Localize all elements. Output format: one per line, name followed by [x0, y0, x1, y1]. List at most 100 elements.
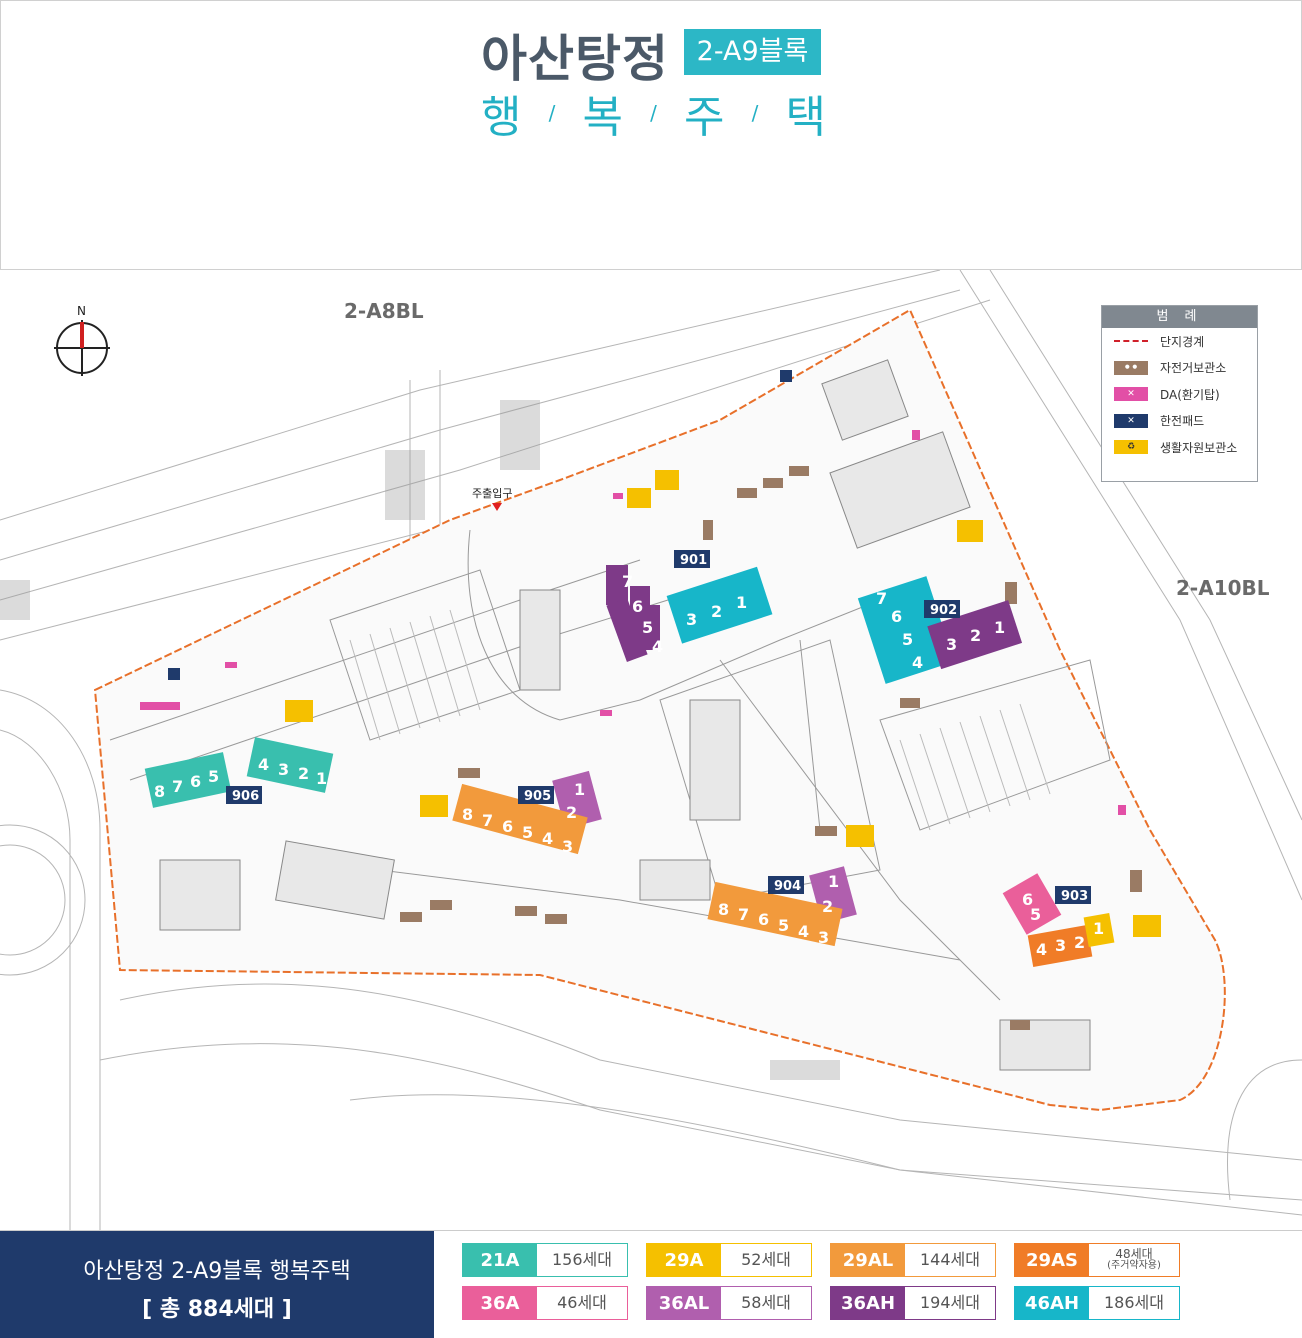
recycle-stations	[285, 470, 1161, 937]
core-label: 6	[502, 817, 513, 836]
compass-label: N	[77, 304, 86, 318]
core-label: 2	[298, 764, 309, 783]
unit-count: 48세대	[1115, 1247, 1153, 1262]
summary-total: [ 총 884세대 ]	[142, 1297, 292, 1322]
core-label: 8	[154, 782, 165, 801]
legend-item: ✕ 한전패드	[1102, 408, 1257, 435]
core-label: 1	[994, 618, 1005, 637]
core-label: 5	[522, 823, 533, 842]
core-label: 4	[1036, 940, 1047, 959]
unit-type-label: 29A	[647, 1244, 721, 1276]
building-901: 7 6 5 4 3 2 1 901	[606, 550, 773, 662]
vent-icon	[225, 662, 237, 668]
unit-count-note: (주거약자용)	[1107, 1260, 1161, 1272]
unit-type-label: 46AH	[1015, 1287, 1089, 1319]
bicycle-icon	[545, 914, 567, 924]
legend-item: 단지경계	[1102, 328, 1257, 355]
entrance-label: 주출입구	[472, 487, 512, 500]
core-label: 1	[1093, 919, 1104, 938]
header: 아산탕정 2-A9블록 행 / 복 / 주 / 택	[0, 0, 1302, 270]
bicycle-icon	[430, 900, 452, 910]
core-label: 5	[1030, 905, 1041, 924]
legend-item: ♻ 생활자원보관소	[1102, 434, 1257, 461]
core-label: 4	[798, 922, 809, 941]
bicycle-icon	[458, 768, 480, 778]
core-label: 1	[736, 593, 747, 612]
vent-stations	[140, 430, 1126, 815]
recycle-icon	[1133, 915, 1161, 937]
bicycle-icon	[515, 906, 537, 916]
core-label: 5	[642, 618, 653, 637]
legend-label: DA(환기탑)	[1160, 387, 1220, 402]
unit-type-label: 36AH	[831, 1287, 905, 1319]
legend-title: 범 례	[1102, 306, 1257, 328]
legend-label: 단지경계	[1160, 334, 1205, 349]
subtitle-char: 복	[582, 92, 623, 143]
complex-boundary	[93, 308, 1226, 1112]
page-subtitle: 행 / 복 / 주 / 택	[481, 85, 826, 143]
unit-type-46AH: 46AH 186세대	[1014, 1286, 1180, 1320]
bicycle-icon	[1130, 870, 1142, 892]
building-number: 902	[930, 603, 957, 618]
vent-icon	[613, 493, 623, 499]
core-label: 4	[542, 829, 553, 848]
core-label: 6	[190, 772, 201, 791]
bicycle-icon	[789, 466, 809, 476]
recycle-icon	[627, 488, 651, 508]
core-label: 5	[208, 767, 219, 786]
subtitle-sep: /	[548, 101, 556, 125]
core-label: 8	[718, 900, 729, 919]
core-label: 5	[778, 916, 789, 935]
legend-label: 한전패드	[1160, 414, 1205, 429]
core-label: 2	[566, 803, 577, 822]
core-label: 7	[482, 811, 493, 830]
core-label: 2	[822, 897, 833, 916]
vent-icon: ✕	[1114, 387, 1148, 402]
unit-count: 58세대	[741, 1292, 791, 1312]
neighbor-north-label: 2-A8BL	[344, 299, 424, 323]
power-pad-icon: ✕	[1114, 413, 1148, 428]
bicycle-icon	[737, 488, 757, 498]
crosswalks	[0, 400, 840, 1080]
building-number: 901	[680, 553, 707, 568]
core-label: 3	[946, 635, 957, 654]
road-lines	[0, 269, 1302, 1230]
boundary-dash-icon	[1114, 340, 1148, 343]
summary-name: 아산탕정 2-A9블록 행복주택	[83, 1259, 351, 1284]
north-arrow: N	[54, 304, 110, 376]
building-number: 906	[232, 789, 259, 804]
bicycle-icon	[1005, 582, 1017, 604]
core-label: 3	[818, 928, 829, 947]
core-label: 3	[686, 610, 697, 629]
building-903: 6 5 4 3 2 1 903	[1002, 873, 1115, 967]
unit-count-group: 48세대 (주거약자용)	[1089, 1244, 1179, 1276]
core-label: 6	[758, 910, 769, 929]
unit-summary-bar: 아산탕정 2-A9블록 행복주택 [ 총 884세대 ] 21A 156세대 2…	[0, 1230, 1302, 1338]
neighbor-east-label: 2-A10BL	[1176, 576, 1270, 600]
core-label: 2	[1074, 933, 1085, 952]
power-pad-icon	[168, 668, 180, 680]
core-label: 3	[278, 760, 289, 779]
unit-count: 46세대	[557, 1292, 607, 1312]
recycle-icon: ♻	[1114, 440, 1148, 455]
core-label: 4	[652, 637, 663, 656]
core-label: 4	[258, 755, 269, 774]
unit-count: 144세대	[920, 1249, 980, 1269]
core-label: 7	[622, 572, 633, 591]
unit-type-29AL: 29AL 144세대	[830, 1243, 996, 1277]
power-pads	[168, 370, 792, 680]
core-label: 1	[828, 872, 839, 891]
building-905: 2 1 8 7 6 5 4 3 905	[452, 770, 602, 856]
unit-type-36AH: 36AH 194세대	[830, 1286, 996, 1320]
core-label: 2	[711, 602, 722, 621]
unit-type-label: 21A	[463, 1244, 537, 1276]
recycle-icon	[420, 795, 448, 817]
unit-type-29AS: 29AS 48세대 (주거약자용)	[1014, 1243, 1180, 1277]
core-label: 7	[738, 905, 749, 924]
core-label: 8	[462, 805, 473, 824]
unit-type-label: 29AL	[831, 1244, 905, 1276]
building-number: 905	[524, 789, 551, 804]
core-label: 7	[876, 589, 887, 608]
subtitle-sep: /	[650, 101, 657, 125]
legend-label: 자전거보관소	[1160, 361, 1227, 376]
